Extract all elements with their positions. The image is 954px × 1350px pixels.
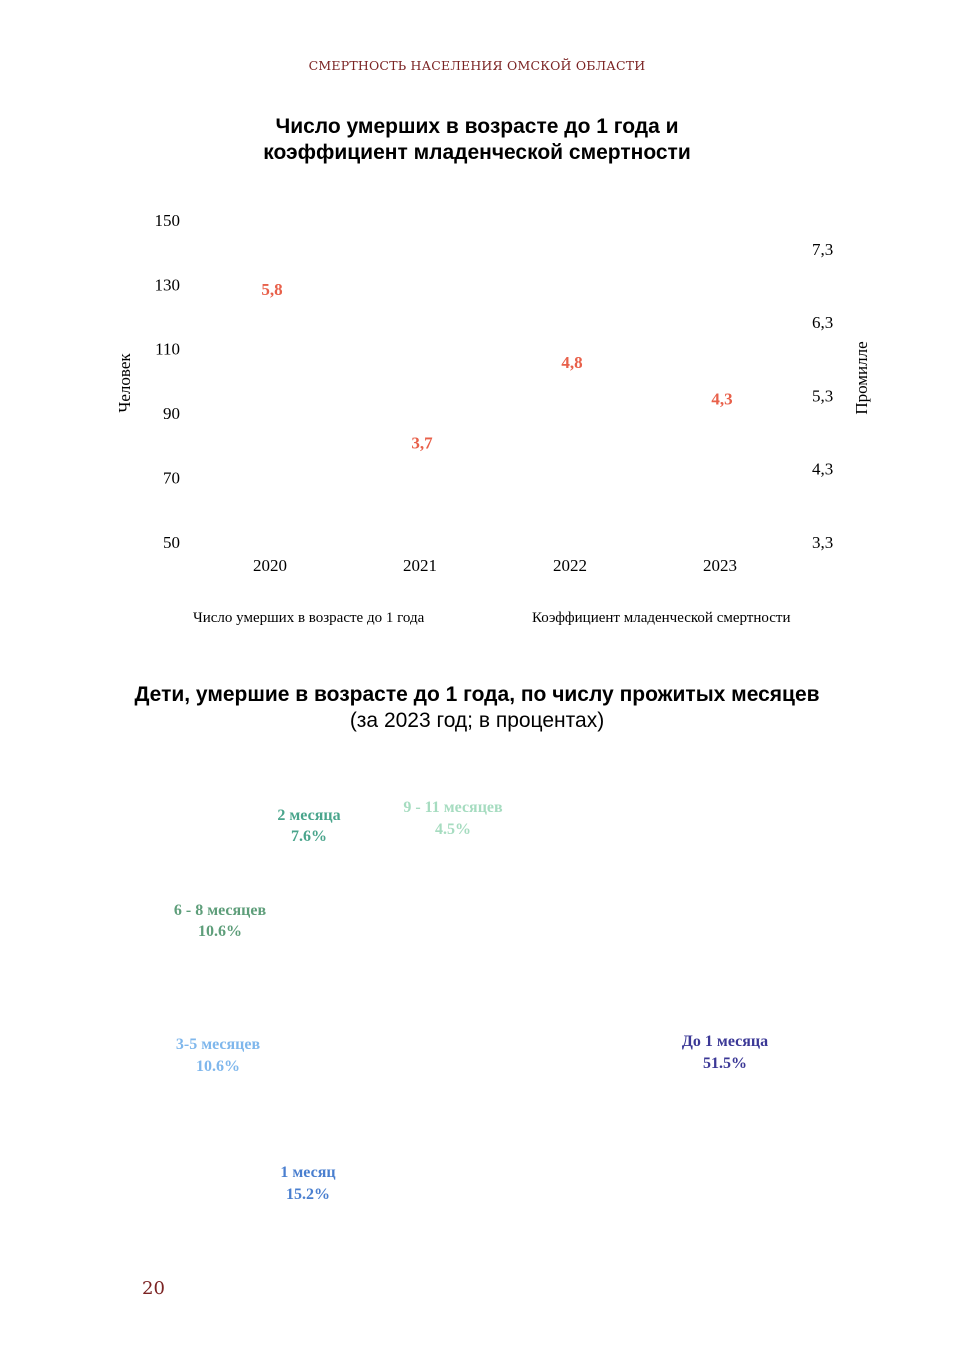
pie-label-9-11-months: 9 - 11 месяцев 4.5% xyxy=(403,799,503,838)
chart1-right-tick-label: 7,3 xyxy=(812,240,833,259)
chart1-right-tick-label: 5,3 xyxy=(812,386,833,405)
chart1-right-tick-label: 3,3 xyxy=(812,533,833,552)
chart1-x-tick-label: 2022 xyxy=(553,556,587,575)
chart1-right-tick-label: 4,3 xyxy=(812,460,833,479)
pie-label-6-8-months-name: 6 - 8 месяцев xyxy=(174,902,267,919)
chart2-title: Дети, умершие в возрасте до 1 года, по ч… xyxy=(134,683,820,706)
chart1-rate-series: 5,8 3,7 4,8 4,3 xyxy=(261,280,732,453)
chart1-x-tick-label: 2023 xyxy=(703,556,737,575)
chart1-rate-data-label: 3,7 xyxy=(411,434,433,453)
chart1-title-line1: Число умерших в возрасте до 1 года и xyxy=(275,115,679,138)
pie-label-3-5-months: 3-5 месяцев 10.6% xyxy=(176,1036,261,1075)
pie-label-9-11-months-value: 4.5% xyxy=(435,821,471,838)
chart1-x-tick-label: 2020 xyxy=(253,556,287,575)
pie-label-1-month-name: 1 месяц xyxy=(280,1164,335,1181)
chart1-y2label: Промилле xyxy=(852,341,871,414)
chart1-right-tick-label: 6,3 xyxy=(812,313,833,332)
chart1-svg: 150 130 110 90 70 50 7,3 6,3 5,3 4,3 3,3 2020 2021… xyxy=(115,211,871,626)
pie-label-1-month: 1 месяц 15.2% xyxy=(280,1164,335,1203)
chart1-left-tick-label: 110 xyxy=(155,340,180,359)
pie-label-6-8-months-value: 10.6% xyxy=(198,923,242,940)
chart1-rate-data-label: 5,8 xyxy=(261,280,282,299)
pie-label-1-month-value: 15.2% xyxy=(286,1186,330,1203)
chart1-title: Число умерших в возрасте до 1 года и коэ… xyxy=(0,114,954,166)
chart1-x-axis: 2020 2021 2022 2023 xyxy=(253,556,737,575)
pie-label-under-1-month-name: До 1 месяца xyxy=(682,1033,768,1050)
chart1-legend-item-rate: Коэффициент младенческой смертности xyxy=(532,610,791,626)
chart1-left-tick-label: 70 xyxy=(163,469,180,488)
page-number: 20 xyxy=(142,1278,165,1299)
chart1-title-line2: коэффициент младенческой смертности xyxy=(263,141,691,164)
chart1-legend-item-deaths: Число умерших в возрасте до 1 года xyxy=(193,610,425,626)
chart2-subtitle: (за 2023 год; в процентах) xyxy=(349,709,605,732)
pie-label-9-11-months-name: 9 - 11 месяцев xyxy=(403,799,503,816)
chart1-rate-data-label: 4,3 xyxy=(711,390,732,409)
chart1-left-tick-label: 150 xyxy=(155,211,181,230)
pie-label-6-8-months: 6 - 8 месяцев 10.6% xyxy=(174,902,267,940)
pie-label-2-months-name: 2 месяца xyxy=(277,807,340,824)
chart1-right-axis: 7,3 6,3 5,3 4,3 3,3 xyxy=(812,240,833,552)
pie-label-2-months-value: 7.6% xyxy=(291,828,327,845)
pie-label-3-5-months-name: 3-5 месяцев xyxy=(176,1036,261,1053)
chart1-left-tick-label: 130 xyxy=(155,275,181,294)
chart1-x-tick-label: 2021 xyxy=(403,556,437,575)
running-title: СМЕРТНОСТЬ НАСЕЛЕНИЯ ОМСКОЙ ОБЛАСТИ xyxy=(308,58,646,73)
pie-label-under-1-month: До 1 месяца 51.5% xyxy=(682,1033,768,1072)
pie-label-3-5-months-value: 10.6% xyxy=(196,1058,240,1075)
pie-label-2-months: 2 месяца 7.6% xyxy=(277,807,340,845)
pie-label-under-1-month-value: 51.5% xyxy=(703,1055,747,1072)
chart1-ylabel: Человек xyxy=(115,353,134,413)
chart1-left-tick-label: 90 xyxy=(163,404,180,423)
chart1-rate-data-label: 4,8 xyxy=(561,353,582,372)
chart1-left-tick-label: 50 xyxy=(163,533,180,552)
chart1-left-axis: 150 130 110 90 70 50 xyxy=(155,211,181,552)
